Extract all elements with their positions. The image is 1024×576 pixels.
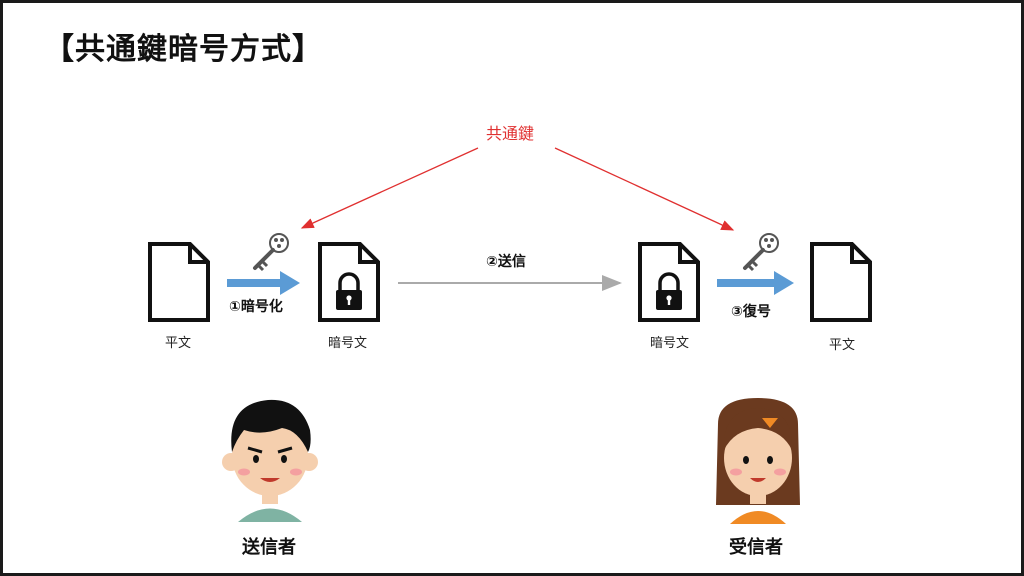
decrypt-arrow [717,271,794,295]
plaintext-document-icon [148,242,210,322]
ciphertext-label: 暗号文 [328,336,368,351]
sender-boy-avatar [222,399,318,522]
plaintext-label: 平文 [165,336,192,351]
received-ciphertext-label: 暗号文 [650,336,690,351]
key-icon [743,232,780,272]
sender-label: 送信者 [242,537,296,558]
encrypt-step-label: ①暗号化 [229,299,283,315]
page-title: 【共通鍵暗号方式】 [44,32,323,67]
receiver-label: 受信者 [729,537,783,558]
key-icon [253,232,290,272]
receiver-girl-avatar [716,398,800,524]
ciphertext-document-icon [318,242,380,322]
decrypt-step-label: ③復号 [731,304,771,320]
decrypted-plaintext-label: 平文 [829,338,856,353]
key-arrow-left [300,147,479,229]
key-arrow-right [554,147,735,231]
encrypt-arrow [227,271,300,295]
send-step-label: ②送信 [486,254,526,270]
received-ciphertext-document-icon [638,242,700,322]
decrypted-plaintext-document-icon [810,242,872,322]
shared-key-label: 共通鍵 [486,124,535,143]
